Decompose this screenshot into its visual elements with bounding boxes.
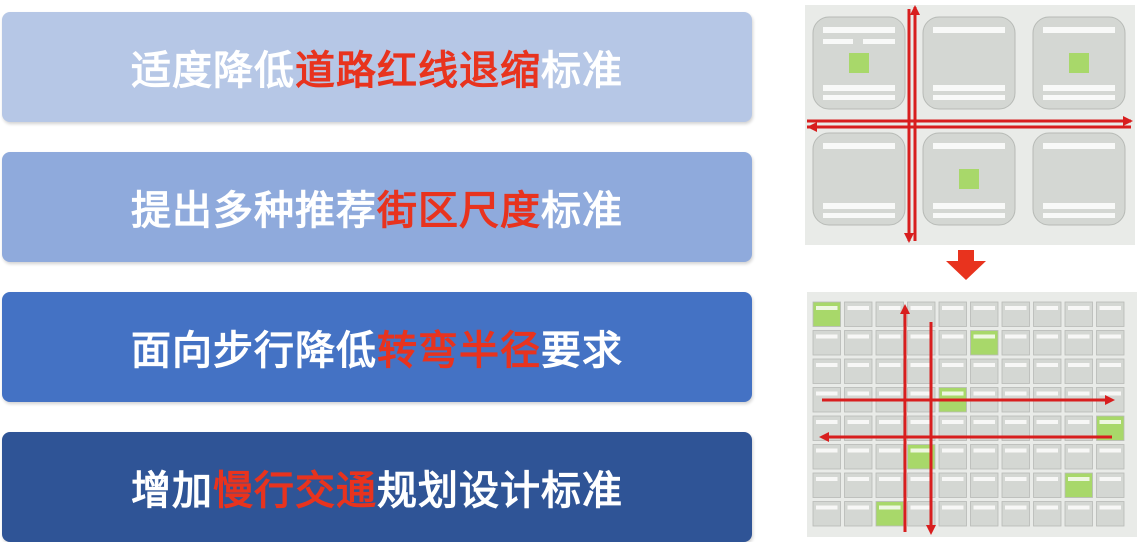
text-2-highlight: 街区尺度 bbox=[377, 188, 541, 234]
standard-text-3: 面向步行降低转弯半径要求 bbox=[131, 318, 623, 376]
text-4-after: 规划设计标准 bbox=[377, 468, 623, 514]
superblock-plan-svg bbox=[805, 5, 1135, 245]
small-grid-plan-svg bbox=[807, 292, 1137, 537]
text-4-before: 增加 bbox=[131, 468, 213, 514]
standard-text-2: 提出多种推荐街区尺度标准 bbox=[131, 178, 623, 236]
text-3-highlight: 转弯半径 bbox=[377, 328, 541, 374]
standard-bar-3: 面向步行降低转弯半径要求 bbox=[2, 292, 752, 402]
text-2-before: 提出多种推荐 bbox=[131, 188, 377, 234]
standard-bar-1: 适度降低道路红线退缩标准 bbox=[2, 12, 752, 122]
standard-text-4: 增加慢行交通规划设计标准 bbox=[131, 458, 623, 516]
down-arrow-icon bbox=[946, 250, 986, 280]
text-3-before: 面向步行降低 bbox=[131, 328, 377, 374]
text-1-before: 适度降低 bbox=[131, 48, 295, 94]
standard-bar-2: 提出多种推荐街区尺度标准 bbox=[2, 152, 752, 262]
text-1-highlight: 道路红线退缩 bbox=[295, 48, 541, 94]
text-2-after: 标准 bbox=[541, 188, 623, 234]
superblock-plan-map bbox=[805, 5, 1135, 245]
standard-text-1: 适度降低道路红线退缩标准 bbox=[131, 38, 623, 96]
standard-bar-4: 增加慢行交通规划设计标准 bbox=[2, 432, 752, 542]
small-grid-block-plan-map bbox=[807, 292, 1137, 537]
text-3-after: 要求 bbox=[541, 328, 623, 374]
text-4-highlight: 慢行交通 bbox=[213, 468, 377, 514]
text-1-after: 标准 bbox=[541, 48, 623, 94]
